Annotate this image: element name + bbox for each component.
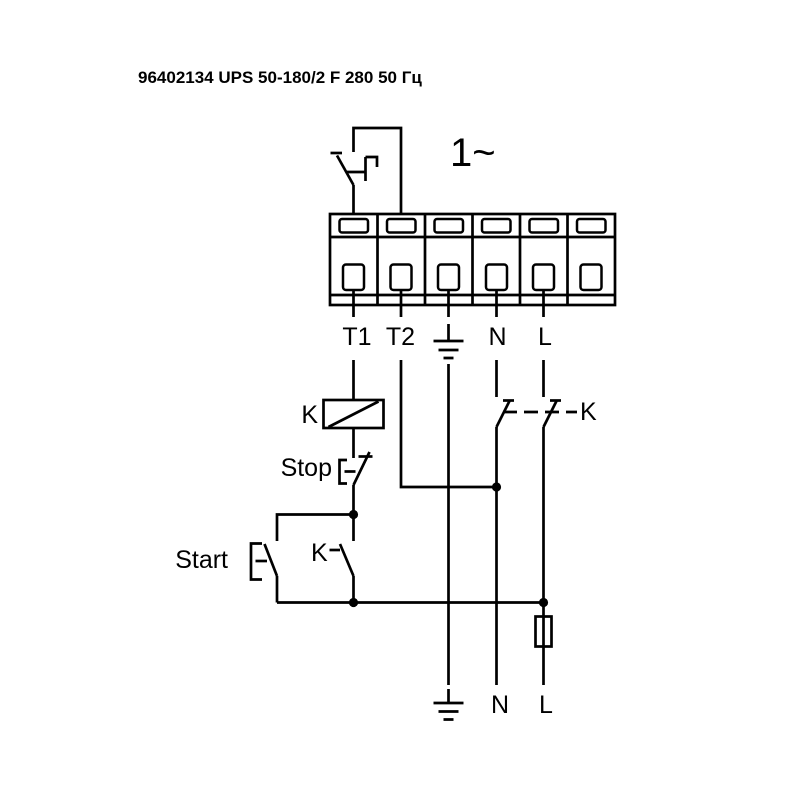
contactor-main-contacts [495,399,577,428]
coil-diagonal [327,400,380,429]
earth-ground-symbol-top [433,324,464,360]
terminal-clamp-screw [436,263,461,292]
start-branch-wire-upper [275,513,354,541]
wire-t2-to-neutral [399,360,497,489]
start-label: Start [175,546,228,574]
neutral-contact-blade [495,400,511,428]
contactor-aux-contact [329,514,355,603]
terminal-slot [480,217,512,234]
terminal-slot [385,217,417,234]
junction-dot [491,482,502,492]
start-actuator-bracket [249,542,262,581]
junction-dot [538,597,549,608]
supply-wire [352,126,403,214]
terminal-clamp-screw [341,263,366,292]
phase-label: 1~ [450,131,496,175]
aux-contact-label: K [311,539,328,567]
contactor-coil [322,398,385,430]
junction-dot [348,509,359,520]
stop-actuator-bracket [338,458,347,485]
terminal-block-dividers [330,214,615,305]
neutral-label-bottom: N [491,691,509,719]
line-contact-blade [542,400,558,428]
earth-ground-symbol-bottom [433,689,464,721]
aux-contact-blade [338,543,355,577]
coil-label: K [301,401,318,429]
junction-dots [348,482,549,608]
junction-dot [348,597,359,608]
terminal-slot [433,217,465,234]
terminal-label-t2: T2 [386,323,415,351]
supply-wire-loop [330,126,403,214]
stop-contact-blade [352,451,371,486]
thermal-element-icon [346,155,379,181]
main-contacts-label: K [580,398,597,426]
stop-label: Stop [281,454,332,482]
line-label-bottom: L [539,691,553,719]
terminal-slot [528,217,560,234]
terminal-clamp-screw [531,263,556,292]
fuse-symbol [534,615,553,648]
terminal-label-t1: T1 [342,323,371,351]
terminal-slot [338,217,370,234]
stop-button [338,451,373,486]
start-button [249,542,279,581]
terminal-label-n: N [488,323,506,351]
thermal-switch-blade [335,154,355,186]
terminal-clamp-screw [579,263,603,292]
terminal-slots [338,217,607,234]
start-contact-blade [263,543,279,577]
terminal-wire-stubs [352,290,545,317]
thermal-switch [330,151,379,186]
terminal-slot [575,217,607,234]
product-title: 96402134 UPS 50-180/2 F 280 50 Гц [138,68,422,87]
terminal-label-l: L [538,323,552,351]
terminal-clamp-screw [484,263,509,292]
terminal-clamp-screw [389,263,413,292]
terminal-block [328,212,617,317]
